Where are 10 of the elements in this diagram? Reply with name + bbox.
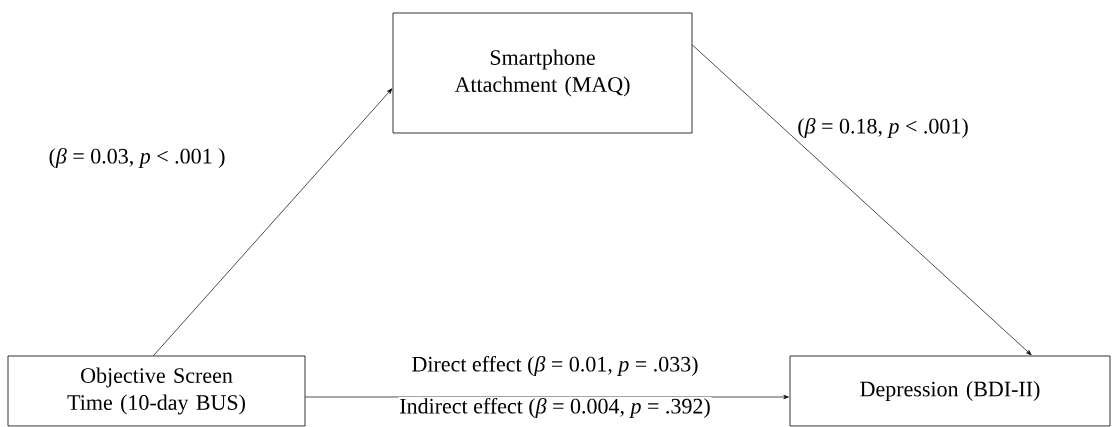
edge-label: (β = 0.18, p < .001) <box>796 116 970 140</box>
box: Objective Screen Time (10-day BUS) <box>7 355 306 427</box>
box: Depression (BDI-II) <box>789 355 1111 427</box>
arrow <box>305 394 789 400</box>
edge-label: (β = 0.03, p < .001 ) <box>47 146 227 170</box>
effect-label: Indirect effect (β = 0.004, p = .392) <box>398 396 712 420</box>
arrow <box>153 88 393 356</box>
edge-label: Direct effect (β = 0.01, p = .033) <box>410 354 700 378</box>
arrow <box>692 44 1032 356</box>
box: Smartphone Attachment (MAQ) <box>392 12 693 134</box>
